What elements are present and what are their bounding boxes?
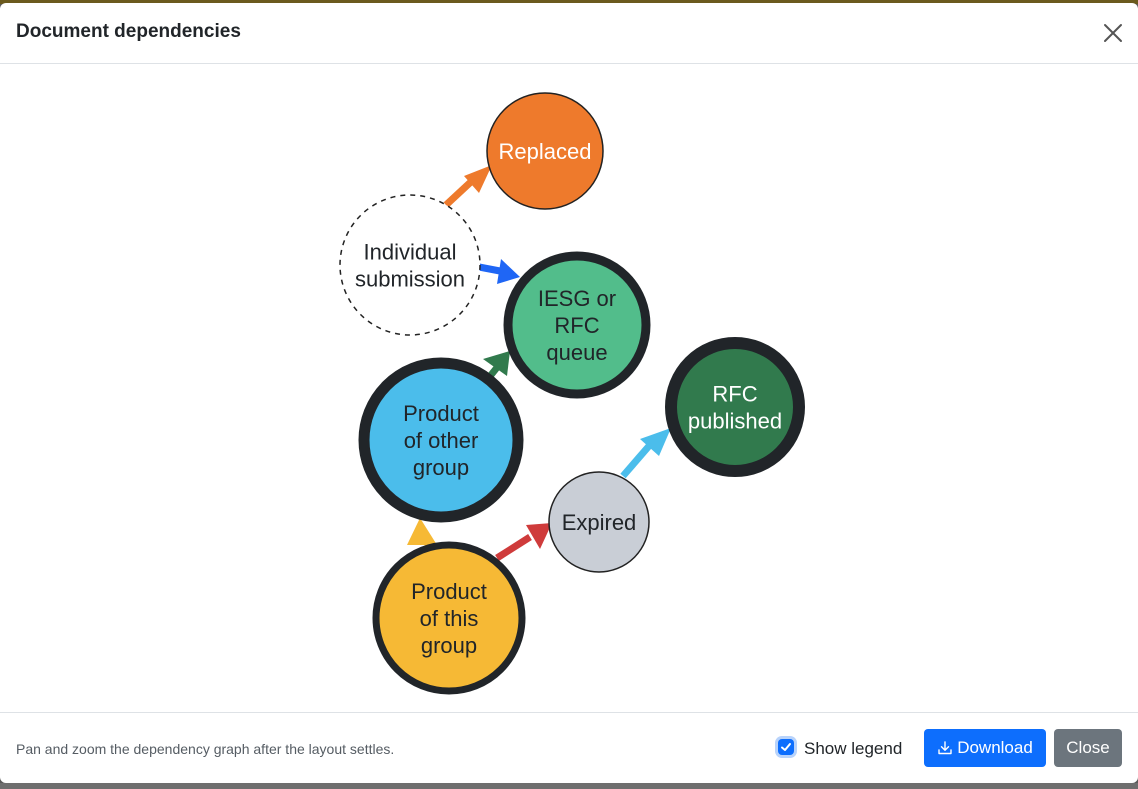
show-legend-checkbox[interactable] bbox=[778, 739, 794, 755]
node-label-line: group bbox=[421, 633, 477, 658]
edge-individual-to-iesg bbox=[478, 263, 501, 275]
node-label-line: submission bbox=[355, 267, 465, 292]
node-label-line: Product bbox=[403, 401, 479, 426]
node-label-line: Expired bbox=[562, 510, 637, 535]
close-button-label: Close bbox=[1066, 738, 1110, 757]
backdrop-bottom-strip bbox=[0, 783, 1138, 789]
node-replaced-label: Replaced bbox=[499, 139, 592, 164]
edge-individual-to-replaced bbox=[443, 176, 477, 208]
edge-arrow-other-group-to-iesg bbox=[483, 351, 510, 376]
checkmark-icon bbox=[781, 743, 791, 751]
dependencies-modal: Document dependencies bbox=[0, 3, 1138, 783]
close-icon[interactable] bbox=[1101, 21, 1125, 45]
edge-arrow-individual-to-replaced bbox=[464, 165, 492, 193]
edge-arrow-this-group-to-other-group bbox=[407, 518, 437, 545]
modal-title: Document dependencies bbox=[16, 21, 241, 42]
download-icon bbox=[938, 741, 952, 755]
node-label-line: RFC bbox=[554, 313, 599, 338]
graph-edges bbox=[407, 165, 671, 561]
edge-arrow-individual-to-iesg bbox=[497, 259, 520, 284]
show-legend-label[interactable]: Show legend bbox=[804, 739, 903, 758]
graph-hint-text: Pan and zoom the dependency graph after … bbox=[16, 741, 395, 757]
node-label-line: RFC bbox=[712, 382, 757, 407]
node-label-line: of this bbox=[420, 606, 479, 631]
node-replaced[interactable]: Replaced bbox=[486, 92, 604, 210]
node-label-line: Replaced bbox=[499, 139, 592, 164]
edge-arrow-expired-to-rfc bbox=[640, 428, 671, 456]
edge-this-group-to-expired bbox=[495, 534, 532, 561]
close-button[interactable]: Close bbox=[1054, 729, 1122, 767]
download-button[interactable]: Download bbox=[924, 729, 1046, 767]
node-label-line: queue bbox=[546, 340, 607, 365]
modal-header: Document dependencies bbox=[0, 3, 1138, 64]
node-label-line: Product bbox=[411, 579, 487, 604]
edge-expired-to-rfc bbox=[620, 443, 652, 479]
node-label-line: group bbox=[413, 455, 469, 480]
node-expired[interactable]: Expired bbox=[548, 471, 650, 573]
node-expired-label: Expired bbox=[562, 510, 637, 535]
backdrop-top-strip bbox=[0, 0, 1138, 4]
edge-arrow-this-group-to-expired bbox=[526, 523, 552, 549]
modal-footer: Pan and zoom the dependency graph after … bbox=[0, 712, 1138, 783]
node-label-line: Individual bbox=[364, 240, 457, 265]
node-label-line: IESG or bbox=[538, 286, 616, 311]
download-button-label: Download bbox=[957, 738, 1033, 757]
node-label-line: published bbox=[688, 409, 782, 434]
node-label-line: of other bbox=[404, 428, 479, 453]
